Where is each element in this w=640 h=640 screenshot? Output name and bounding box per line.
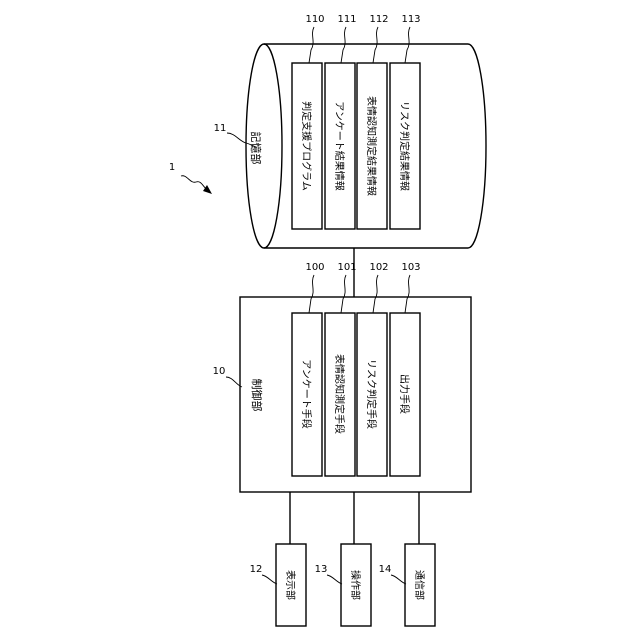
storage-item-111-ref: 111 bbox=[337, 14, 356, 25]
operation-unit-leader bbox=[327, 575, 342, 584]
storage-item-113-ref: 113 bbox=[401, 14, 420, 25]
control-item-102-ref: 102 bbox=[369, 262, 388, 273]
system-ref-leader bbox=[181, 176, 208, 190]
communication-unit-ref: 14 bbox=[379, 564, 392, 575]
storage-item-112-ref: 112 bbox=[369, 14, 388, 25]
display-unit-leader bbox=[262, 575, 277, 584]
system-ref: 1 bbox=[169, 162, 175, 173]
communication-unit-leader bbox=[391, 575, 406, 584]
storage-title: 記憶部 bbox=[249, 132, 263, 165]
control-title: 制御部 bbox=[250, 379, 264, 412]
storage-item-110-label: 判定支援プログラム bbox=[300, 101, 313, 191]
operation-unit-ref: 13 bbox=[315, 564, 328, 575]
storage-ref: 11 bbox=[214, 123, 227, 134]
control-item-100-ref: 100 bbox=[305, 262, 324, 273]
control-item-102-label: リスク判定手段 bbox=[365, 359, 378, 429]
operation-unit-label: 操作部 bbox=[349, 570, 362, 600]
storage-item-111-label: アンケート結果情報 bbox=[333, 101, 346, 191]
display-unit-ref: 12 bbox=[250, 564, 263, 575]
control-ref: 10 bbox=[213, 366, 226, 377]
control-item-103-label: 出力手段 bbox=[398, 374, 411, 414]
storage-item-112-label: 表情認知測定結果情報 bbox=[365, 96, 378, 196]
control-item-101-ref: 101 bbox=[337, 262, 356, 273]
storage-item-113-label: リスク判定結果情報 bbox=[398, 101, 411, 191]
control-item-100-label: アンケート手段 bbox=[300, 359, 313, 429]
storage-item-110-ref: 110 bbox=[305, 14, 324, 25]
communication-unit-label: 通信部 bbox=[413, 570, 426, 600]
control-item-101-label: 表情認知測定手段 bbox=[333, 354, 346, 434]
control-item-103-ref: 103 bbox=[401, 262, 420, 273]
display-unit-label: 表示部 bbox=[284, 570, 297, 600]
